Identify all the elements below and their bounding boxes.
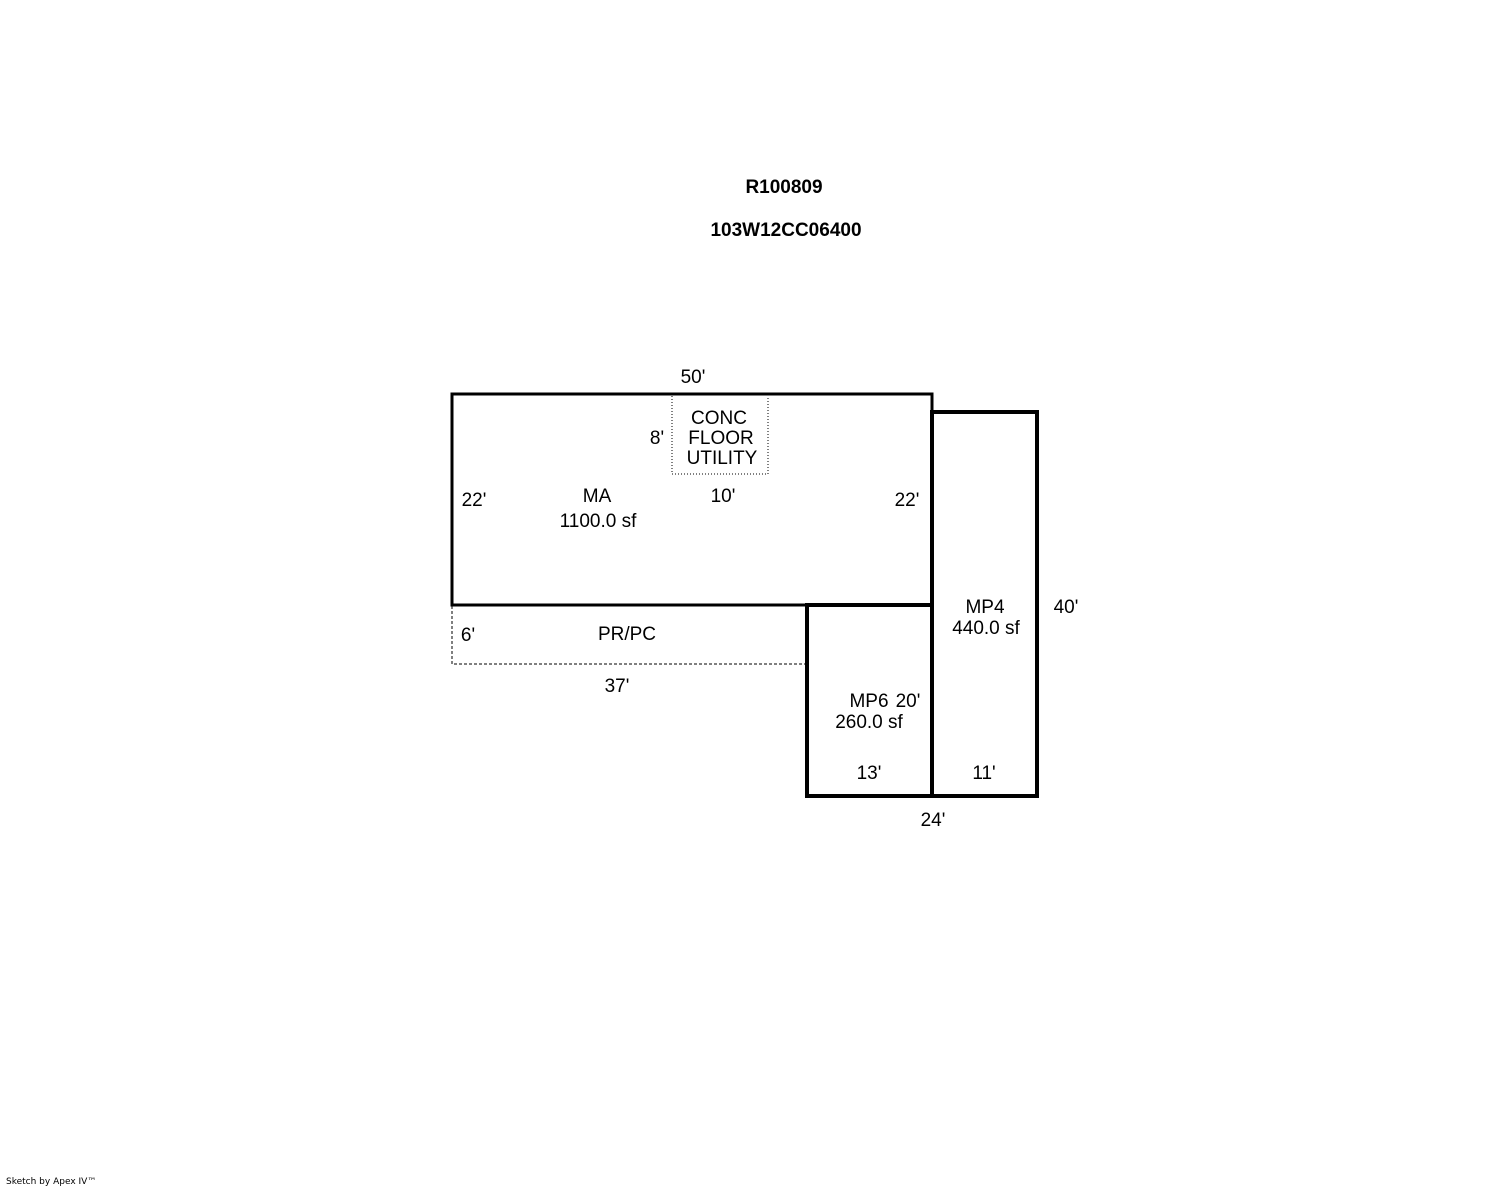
- mp6-area-outline: [805, 603, 934, 798]
- account-number: R100809: [745, 177, 822, 198]
- utility-label-line1: CONC: [691, 408, 747, 429]
- porch-area-code: PR/PC: [598, 624, 656, 645]
- utility-room: [671, 396, 769, 475]
- dim-main-right: 22': [895, 490, 920, 511]
- dim-mp6-side: 20': [896, 691, 921, 712]
- dim-mp4-bottom: 11': [972, 763, 995, 784]
- dim-main-top: 50': [681, 367, 706, 388]
- mp4-area-size: 440.0 sf: [952, 618, 1020, 639]
- mp6-area-code: MP6: [849, 691, 888, 712]
- mp6-area-size: 260.0 sf: [835, 712, 903, 733]
- utility-label-line2: FLOOR: [688, 428, 753, 449]
- dim-main-left: 22': [462, 490, 487, 511]
- dim-porch-bottom: 37': [605, 676, 630, 697]
- utility-label-line3: UTILITY: [687, 448, 758, 469]
- software-credit: Sketch by Apex IV™: [6, 1177, 97, 1187]
- dim-porch-side: 6': [461, 625, 475, 646]
- dim-mp6-bottom: 13': [857, 763, 882, 784]
- dim-utility-bottom: 10': [711, 486, 736, 507]
- main-area-code: MA: [583, 486, 612, 507]
- porch-area: [451, 606, 806, 665]
- map-number: 103W12CC06400: [710, 220, 861, 241]
- dim-utility-side: 8': [650, 428, 664, 449]
- main-area-size: 1100.0 sf: [560, 511, 637, 532]
- mp4-area-code: MP4: [965, 597, 1005, 618]
- dim-mp4-side: 40': [1054, 597, 1079, 618]
- dim-total-bottom: 24': [921, 810, 946, 831]
